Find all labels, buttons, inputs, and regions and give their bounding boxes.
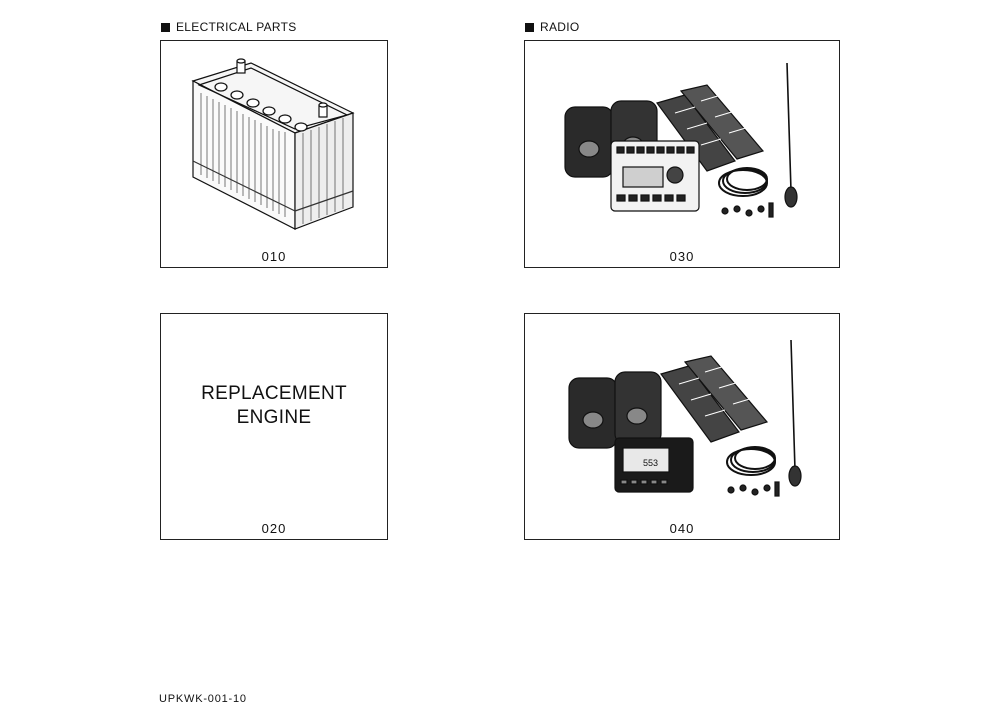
replacement-line-1: REPLACEMENT	[201, 383, 347, 404]
part-number: 010	[261, 249, 287, 264]
square-bullet-icon	[161, 22, 170, 32]
replacement-engine-text: REPLACEMENT ENGINE	[161, 382, 387, 430]
part-panel-010[interactable]: 010	[160, 40, 388, 268]
part-number: 040	[669, 521, 695, 536]
part-panel-040[interactable]: 553 040	[524, 313, 840, 540]
radio-kit-illustration	[564, 62, 798, 218]
battery-illustration	[191, 58, 355, 230]
radio-display-text: 553	[643, 458, 658, 468]
part-number: 020	[261, 521, 287, 536]
section-title-label: RADIO	[540, 20, 580, 34]
replacement-line-2: ENGINE	[236, 407, 312, 428]
part-panel-030[interactable]: 030	[524, 40, 840, 268]
part-number: 030	[669, 249, 695, 264]
section-title-electrical-parts: ELECTRICAL PARTS	[161, 20, 297, 34]
section-title-radio: RADIO	[525, 20, 580, 34]
square-bullet-icon	[525, 22, 534, 32]
section-title-label: ELECTRICAL PARTS	[176, 20, 297, 34]
radio-kit-illustration: 553	[568, 339, 802, 497]
part-panel-020[interactable]: REPLACEMENT ENGINE 020	[160, 313, 388, 540]
document-code: UPKWK-001-10	[159, 693, 247, 705]
